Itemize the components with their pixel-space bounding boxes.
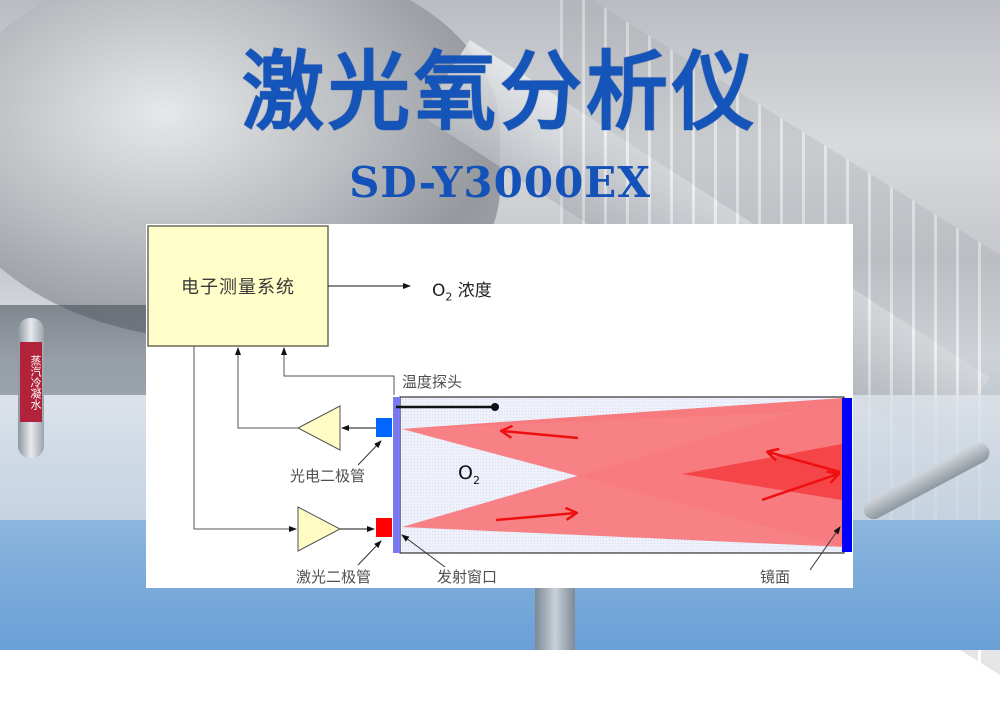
- emission-window: [393, 397, 400, 553]
- receiver-amplifier-icon: [296, 405, 341, 451]
- laser-oxygen-diagram: [147, 225, 852, 571]
- o2-gas-label: O2: [458, 462, 480, 487]
- model-number: SD-Y3000EX: [349, 158, 651, 207]
- laser-drive-line: [193, 346, 297, 532]
- background-pillar: [535, 585, 575, 650]
- mirror: [842, 398, 852, 552]
- photodiode-signal-line: [235, 347, 298, 429]
- electronics-box-label: 电子测量系统: [181, 277, 295, 298]
- laser-diode-icon: [376, 518, 392, 537]
- pipe-label: 蒸汽冷凝水: [20, 342, 42, 422]
- temperature-signal-line: [281, 347, 395, 395]
- o2-concentration-output: O2 浓度: [432, 281, 492, 304]
- photodiode-icon: [376, 418, 392, 437]
- electronics-box: [147, 225, 329, 347]
- page-title: 激光氧分析仪: [241, 42, 758, 143]
- photodiode-label: 光电二极管: [290, 467, 366, 485]
- temperature-probe-label: 温度探头: [402, 373, 463, 391]
- emission-window-label: 发射窗口: [437, 568, 498, 586]
- driver-amplifier-icon: [297, 506, 342, 552]
- mirror-label: 镜面: [760, 568, 791, 586]
- laser-diode-label: 激光二极管: [296, 568, 372, 586]
